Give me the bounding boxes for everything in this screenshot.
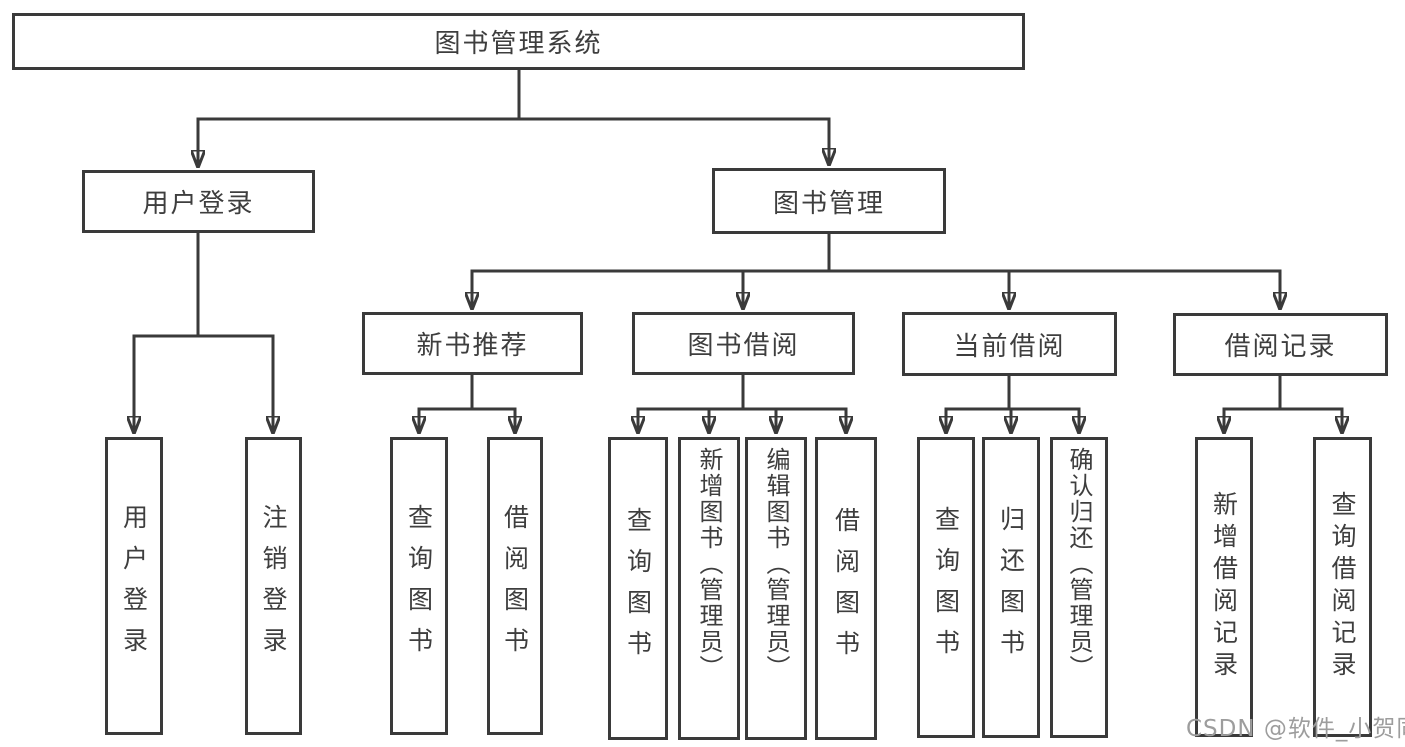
node-bb-edit-label: 编辑图书（管理员） (762, 447, 790, 681)
node-book-mgmt-label: 图书管理 (772, 188, 885, 219)
node-bb-borrow: 借阅图书 (815, 437, 877, 740)
node-cb-return-label: 归还图书 (996, 505, 1026, 670)
node-br-add-label: 新增借阅记录 (1209, 491, 1239, 683)
node-book-borrowing-label: 图书借阅 (687, 331, 800, 361)
node-cb-confirm: 确认归还（管理员） (1050, 437, 1108, 738)
trunk-root (196, 68, 831, 121)
node-current-borrowing-label: 当前借阅 (953, 331, 1066, 362)
node-logout-label: 注销登录 (259, 504, 288, 668)
node-bb-add-label: 新增图书（管理员） (695, 447, 723, 681)
node-br-add: 新增借阅记录 (1195, 437, 1253, 737)
node-bb-add: 新增图书（管理员） (678, 437, 740, 740)
trunk-book-mgmt (470, 232, 1282, 273)
trunk-new-book-rec (417, 373, 517, 411)
node-nbr-query-label: 查询图书 (404, 504, 434, 668)
node-new-book-rec: 新书推荐 (362, 312, 583, 375)
node-book-borrowing: 图书借阅 (632, 312, 855, 375)
node-root-label: 图书管理系统 (434, 29, 603, 59)
node-borrowing-records-label: 借阅记录 (1224, 332, 1337, 362)
node-cb-confirm-label: 确认归还（管理员） (1065, 447, 1093, 681)
node-nbr-query: 查询图书 (390, 437, 448, 735)
node-cb-query: 查询图书 (917, 437, 975, 738)
node-br-query: 查询借阅记录 (1313, 437, 1372, 737)
trunk-borrowing-records (1222, 374, 1344, 411)
node-new-book-rec-label: 新书推荐 (416, 331, 529, 361)
node-current-borrowing: 当前借阅 (902, 312, 1117, 376)
csdn-watermark: CSDN @软件_小贺同学 (1186, 716, 1405, 742)
node-nbr-borrow-label: 借阅图书 (500, 504, 530, 668)
node-nbr-borrow: 借阅图书 (487, 437, 543, 735)
node-bb-query-label: 查询图书 (623, 506, 653, 671)
node-logout: 注销登录 (245, 437, 302, 735)
trunk-current-borrowing (944, 374, 1081, 411)
node-login-label: 用户登录 (119, 504, 149, 668)
node-login: 用户登录 (105, 437, 163, 735)
node-user-login-label: 用户登录 (142, 189, 255, 219)
node-user-login: 用户登录 (82, 170, 315, 233)
node-book-mgmt: 图书管理 (712, 168, 946, 234)
node-borrowing-records: 借阅记录 (1173, 313, 1388, 376)
trunk-user-login (132, 231, 275, 338)
node-bb-query: 查询图书 (608, 437, 668, 740)
node-cb-query-label: 查询图书 (931, 505, 961, 670)
node-root: 图书管理系统 (12, 13, 1025, 70)
node-br-query-label: 查询借阅记录 (1328, 491, 1357, 683)
node-bb-edit: 编辑图书（管理员） (745, 437, 807, 740)
node-cb-return: 归还图书 (982, 437, 1040, 738)
node-bb-borrow-label: 借阅图书 (831, 506, 861, 671)
trunk-book-borrowing (636, 373, 848, 411)
